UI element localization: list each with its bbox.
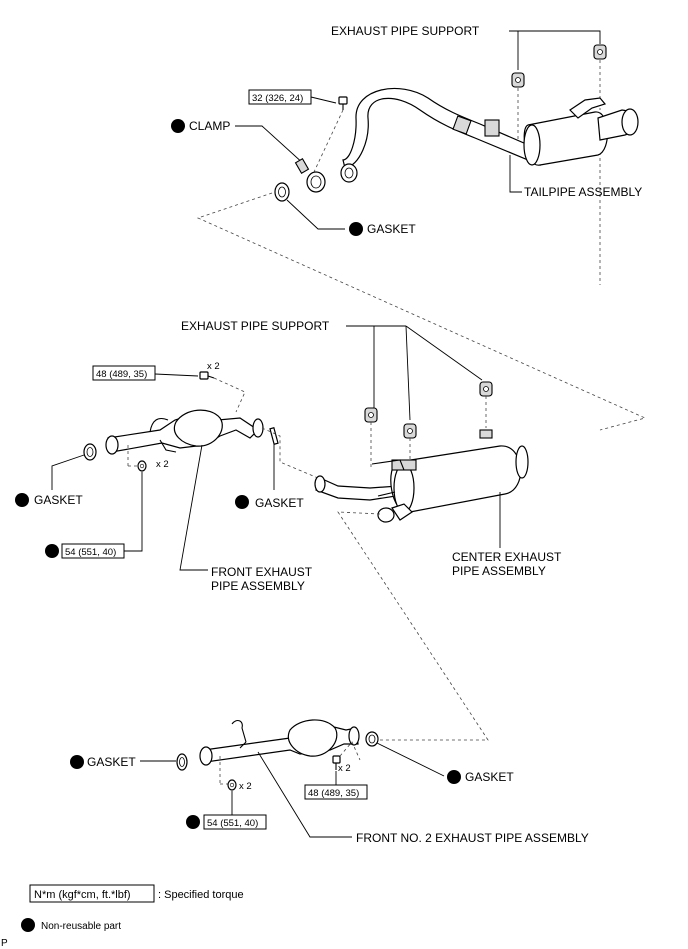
gasket-icon xyxy=(83,443,97,461)
bolt-dash xyxy=(213,377,246,413)
bolt-icon xyxy=(199,371,215,380)
gasket-leader xyxy=(376,742,445,777)
tailpipe-assembly xyxy=(340,87,639,183)
gasket-leader xyxy=(51,454,85,490)
quantity-label: x 2 xyxy=(156,459,169,470)
exhaust-pipe-support-icon xyxy=(403,423,417,439)
gasket-label-top: GASKET xyxy=(367,222,416,236)
non-reusable-part-icon xyxy=(45,544,59,558)
tailpipe-assembly-label: TAILPIPE ASSEMBLY xyxy=(524,185,642,199)
non-reusable-part-icon xyxy=(235,495,249,509)
bolt-dash xyxy=(339,741,361,761)
corner-mark: P xyxy=(1,938,8,949)
nut-icon xyxy=(137,460,147,472)
torque-leader xyxy=(124,472,143,552)
connection-dash xyxy=(261,427,319,479)
clamp-label: CLAMP xyxy=(189,119,230,133)
torque-box xyxy=(92,365,156,381)
exhaust-pipe-support-icon xyxy=(364,407,378,423)
support-leader xyxy=(405,325,483,381)
exhaust-pipe-support-icon xyxy=(479,381,493,397)
front-exhaust-pipe-assembly xyxy=(105,409,264,455)
clamp-leader xyxy=(235,125,306,166)
legend-torque-box xyxy=(29,884,155,903)
front-exhaust-leader xyxy=(179,444,208,571)
support-leader xyxy=(405,325,411,421)
non-reusable-part-icon xyxy=(15,493,29,507)
exhaust-pipe-support-icon xyxy=(511,72,525,88)
legend-torque-desc: : Specified torque xyxy=(158,889,244,901)
non-reusable-part-icon xyxy=(447,770,461,784)
bolt-dash xyxy=(313,109,344,173)
gasket-icon xyxy=(274,182,290,202)
exhaust-pipe-support-label-mid: EXHAUST PIPE SUPPORT xyxy=(181,319,330,333)
non-reusable-part-icon xyxy=(171,119,185,133)
connection-dash xyxy=(196,192,647,431)
front-exhaust-label-2: PIPE ASSEMBLY xyxy=(211,579,305,593)
clamp-icon xyxy=(294,158,326,193)
torque-leader xyxy=(310,96,337,104)
torque-box xyxy=(203,814,267,830)
quantity-label: x 2 xyxy=(239,781,252,792)
torque-value: 54 (551, 40) xyxy=(207,818,258,829)
gasket-label-center: GASKET xyxy=(255,496,304,510)
front-exhaust-label-1: FRONT EXHAUST xyxy=(211,565,313,579)
quantity-label: x 2 xyxy=(207,361,220,372)
bolt-icon xyxy=(338,96,348,110)
torque-value: 32 (326, 24) xyxy=(252,93,303,104)
gasket-label-bottom-left: GASKET xyxy=(87,755,136,769)
front-no2-exhaust-pipe-assembly xyxy=(199,719,360,766)
legend-nonreusable-desc: Non-reusable part xyxy=(41,921,121,932)
support-leader xyxy=(518,30,601,44)
non-reusable-part-icon xyxy=(70,755,84,769)
tailpipe-leader xyxy=(509,155,522,193)
torque-value: 48 (489, 35) xyxy=(308,788,359,799)
front-no2-label: FRONT NO. 2 EXHAUST PIPE ASSEMBLY xyxy=(356,831,589,845)
legend-torque-unit: N*m (kgf*cm, ft.*lbf) xyxy=(34,889,131,901)
nut-icon xyxy=(227,779,237,791)
gasket-icon xyxy=(365,731,379,747)
gasket-leader xyxy=(286,199,345,230)
non-reusable-part-icon xyxy=(186,815,200,829)
center-exhaust-pipe-assembly xyxy=(314,429,529,523)
center-exhaust-label-1: CENTER EXHAUST xyxy=(452,550,562,564)
gasket-icon xyxy=(176,753,188,771)
torque-value: 48 (489, 35) xyxy=(96,369,147,380)
connection-dash xyxy=(337,511,489,741)
bolt-icon xyxy=(332,755,341,770)
torque-value: 54 (551, 40) xyxy=(65,547,116,558)
support-leader xyxy=(509,30,519,70)
torque-leader xyxy=(154,373,199,377)
gasket-label-bottom-right: GASKET xyxy=(465,770,514,784)
front-no2-leader xyxy=(257,751,352,838)
quantity-label: x 2 xyxy=(338,763,351,774)
exhaust-pipe-support-icon xyxy=(593,44,607,60)
non-reusable-part-icon xyxy=(21,918,35,932)
gasket-label-left: GASKET xyxy=(34,493,83,507)
center-exhaust-label-2: PIPE ASSEMBLY xyxy=(452,564,546,578)
exhaust-pipe-support-label-top: EXHAUST PIPE SUPPORT xyxy=(331,24,480,38)
gasket-icon xyxy=(269,427,279,445)
non-reusable-part-icon xyxy=(349,222,363,236)
